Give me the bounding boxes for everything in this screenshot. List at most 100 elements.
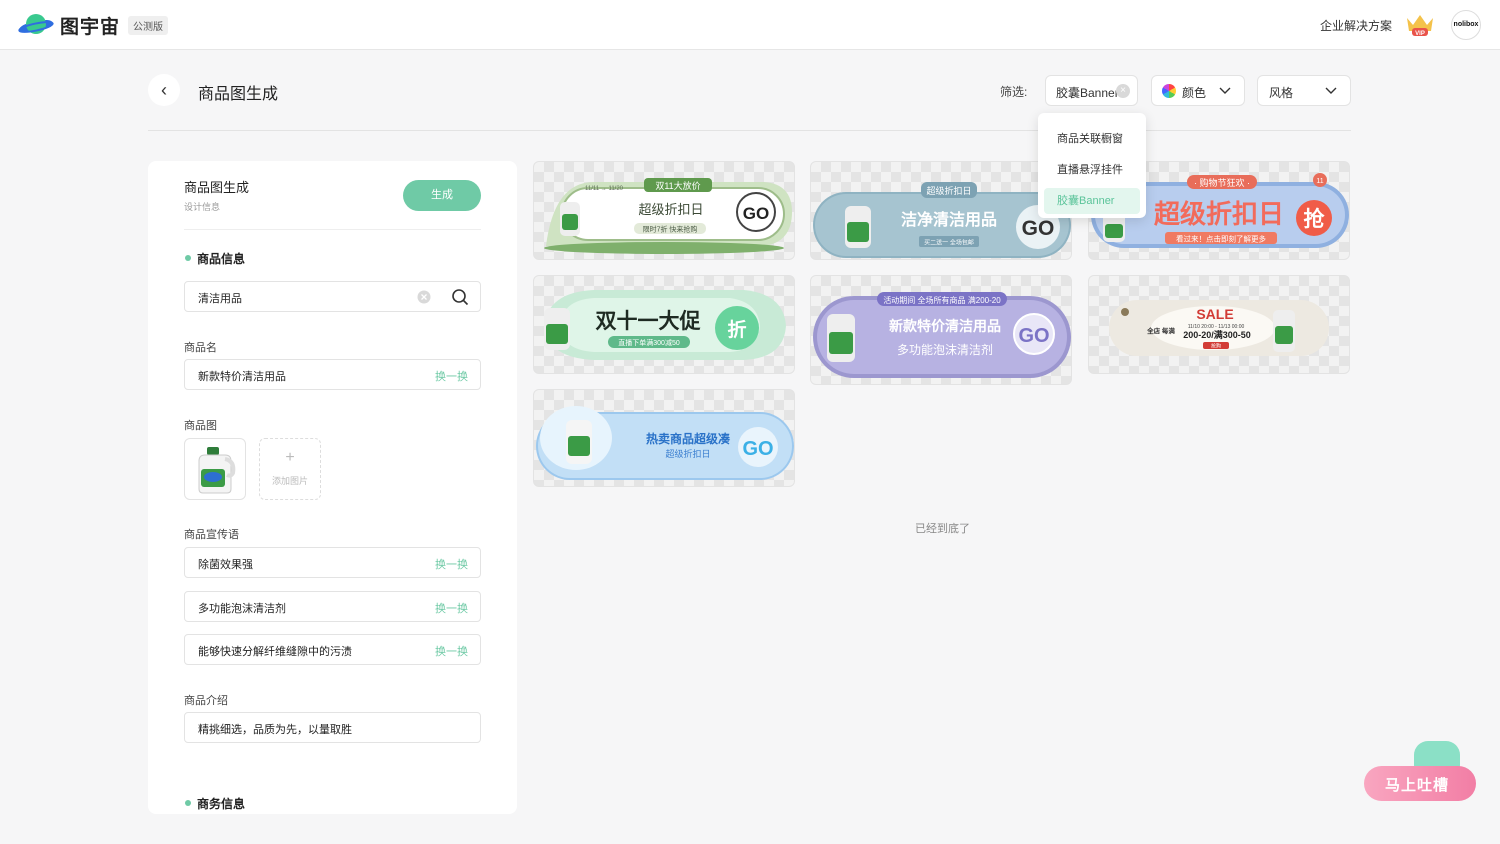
- banner-result-card[interactable]: 超级折扣日 洁净清洁用品 买二送一 全场包邮 GO: [810, 161, 1072, 260]
- panel-subtitle: 设计信息: [184, 202, 221, 212]
- card5-go: GO: [1018, 325, 1049, 347]
- type-filter-value: 胶囊Banner: [1056, 86, 1119, 100]
- slogan-value: 多功能泡沫清洁剂: [198, 603, 286, 615]
- type-filter-select[interactable]: 胶囊Banner ×: [1045, 75, 1138, 106]
- intro-input[interactable]: 精挑细选，品质为先，以量取胜: [184, 712, 481, 743]
- product-name-input[interactable]: 新款特价清洁用品 换一换: [184, 359, 481, 390]
- slogan-input-1[interactable]: 除菌效果强 换一换: [184, 547, 481, 578]
- design-form-panel: 商品图生成 设计信息 生成 商品信息 清洁用品 商品名 新款特价清洁用品 换一换…: [148, 161, 517, 814]
- vip-label: VIP: [1415, 31, 1425, 37]
- section-dot: [185, 800, 191, 806]
- product-name-value: 新款特价清洁用品: [198, 371, 286, 383]
- banner-result-card[interactable]: SALE 全店 每满 11/10 20:00 - 11/13 00:00 200…: [1088, 275, 1350, 374]
- clear-icon[interactable]: [417, 290, 431, 304]
- banner-result-card[interactable]: 双11大放价 11/11 → 11/20 超级折扣日 限时7折 快来抢购 GO: [533, 161, 795, 260]
- search-value: 清洁用品: [198, 293, 242, 305]
- feedback-label: 马上吐槽: [1385, 777, 1450, 794]
- slogan-value: 能够快速分解纤维缝隙中的污渍: [198, 646, 352, 658]
- banner-graphic: 双十一大促 直播下单满300减50 折: [544, 290, 786, 360]
- type-dropdown-menu: 商品关联橱窗 直播悬浮挂件 胶囊Banner: [1038, 113, 1146, 218]
- panel-title: 商品图生成: [184, 180, 250, 195]
- style-filter-value: 风格: [1269, 86, 1294, 100]
- card3-tag: · 购物节狂欢 ·: [1194, 177, 1250, 188]
- chevron-down-icon: [1219, 87, 1231, 94]
- detergent-bottle-icon: [198, 447, 236, 494]
- slogan-label: 商品宣传语: [184, 529, 239, 541]
- card2-sub: 买二送一 全场包邮: [924, 239, 974, 247]
- business-info-heading: 商务信息: [197, 797, 246, 811]
- dropdown-item-capsule-banner[interactable]: 胶囊Banner: [1044, 188, 1140, 214]
- feedback-button[interactable]: 马上吐槽: [1364, 741, 1476, 801]
- card4-sub: 直播下单满300减50: [618, 338, 680, 347]
- chevron-left-icon: ‹: [161, 80, 167, 100]
- banner-graphic: 活动期间 全场所有商品 满200-20 新款特价清洁用品 多功能泡沫清洁剂 GO: [813, 292, 1071, 378]
- card5-title: 新款特价清洁用品: [889, 318, 1001, 334]
- user-avatar[interactable]: nolibox: [1451, 10, 1481, 40]
- product-name-label: 商品名: [184, 342, 217, 354]
- slogan-input-2[interactable]: 多功能泡沫清洁剂 换一换: [184, 591, 481, 622]
- end-of-list-text: 已经到底了: [915, 523, 970, 535]
- add-image-label: 添加图片: [271, 476, 308, 486]
- banner-result-card[interactable]: 热卖商品超级凑 超级折扣日 GO: [533, 389, 795, 487]
- card6-offer: 200-20/满300-50: [1183, 329, 1251, 340]
- card7-title: 热卖商品超级凑: [646, 431, 731, 446]
- filter-label: 筛选:: [1000, 85, 1028, 99]
- plus-icon: +: [285, 449, 295, 466]
- swap-button[interactable]: 换一换: [435, 559, 468, 571]
- page-title: 商品图生成: [198, 86, 279, 103]
- add-image-button[interactable]: + 添加图片: [259, 438, 321, 500]
- back-button[interactable]: ‹: [148, 74, 180, 106]
- banner-graphic: SALE 全店 每满 11/10 20:00 - 11/13 00:00 200…: [1109, 300, 1329, 356]
- dropdown-item-live-widget[interactable]: 直播悬浮挂件: [1057, 164, 1123, 176]
- beta-badge: 公测版: [128, 16, 168, 35]
- card4-discount: 折: [727, 319, 746, 341]
- header-divider: [148, 130, 1351, 131]
- slogan-input-3[interactable]: 能够快速分解纤维缝隙中的污渍 换一换: [184, 634, 481, 665]
- product-search-input[interactable]: 清洁用品: [184, 281, 481, 312]
- card6-date: 11/10 20:00 - 11/13 00:00: [1188, 324, 1245, 330]
- planet-logo-icon[interactable]: [18, 11, 54, 39]
- style-filter-select[interactable]: 风格: [1257, 75, 1351, 106]
- card4-title: 双十一大促: [596, 310, 702, 333]
- brand-name[interactable]: 图宇宙: [60, 17, 121, 38]
- card7-go: GO: [742, 438, 773, 460]
- clear-icon[interactable]: ×: [1116, 84, 1130, 98]
- card3-sub: 看过来！点击即刻了解更多: [1176, 234, 1266, 244]
- card7-sub: 超级折扣日: [665, 448, 710, 459]
- intro-label: 商品介绍: [184, 695, 228, 707]
- card3-badge: 11: [1316, 178, 1323, 185]
- chevron-down-icon: [1325, 87, 1337, 94]
- banner-result-card[interactable]: 活动期间 全场所有商品 满200-20 新款特价清洁用品 多功能泡沫清洁剂 GO: [810, 275, 1072, 385]
- card5-sub: 多功能泡沫清洁剂: [897, 342, 993, 357]
- top-bar: 图宇宙 公测版 企业解决方案 VIP nolibox: [0, 0, 1500, 50]
- product-image-label: 商品图: [184, 420, 217, 432]
- slogan-value: 除菌效果强: [198, 559, 253, 571]
- vip-crown-icon[interactable]: VIP: [1404, 12, 1436, 38]
- card2-title: 洁净清洁用品: [901, 210, 997, 229]
- intro-value: 精挑细选，品质为先，以量取胜: [198, 724, 352, 736]
- swap-button[interactable]: 换一换: [435, 646, 468, 658]
- color-filter-value: 颜色: [1182, 86, 1207, 100]
- card3-title: 超级折扣日: [1154, 199, 1284, 229]
- card2-go: GO: [1022, 217, 1055, 240]
- banner-result-card[interactable]: 双十一大促 直播下单满300减50 折: [533, 275, 795, 374]
- card5-tag: 活动期间 全场所有商品 满200-20: [883, 295, 1001, 305]
- card1-tag: 双11大放价: [655, 180, 700, 191]
- dropdown-item-shop-window[interactable]: 商品关联橱窗: [1057, 133, 1123, 145]
- card1-sub: 限时7折 快来抢购: [643, 225, 698, 234]
- enterprise-solutions-link[interactable]: 企业解决方案: [1320, 19, 1393, 33]
- product-image-thumbnail[interactable]: [184, 438, 246, 500]
- card6-buy: 抢购: [1211, 343, 1221, 350]
- swap-button[interactable]: 换一换: [435, 371, 468, 383]
- card1-go: GO: [743, 204, 769, 223]
- card2-tag: 超级折扣日: [926, 185, 971, 196]
- banner-graphic: 双11大放价 11/11 → 11/20 超级折扣日 限时7折 快来抢购 GO: [544, 178, 792, 254]
- product-info-heading: 商品信息: [197, 252, 246, 266]
- color-filter-select[interactable]: 颜色: [1151, 75, 1245, 106]
- card1-date: 11/11 → 11/20: [585, 186, 624, 192]
- search-icon[interactable]: [451, 288, 469, 306]
- panel-divider: [184, 229, 481, 230]
- generate-button[interactable]: 生成: [403, 180, 481, 211]
- banner-graphic: · 购物节狂欢 · 超级折扣日 看过来！点击即刻了解更多 抢 11: [1091, 173, 1349, 248]
- swap-button[interactable]: 换一换: [435, 603, 468, 615]
